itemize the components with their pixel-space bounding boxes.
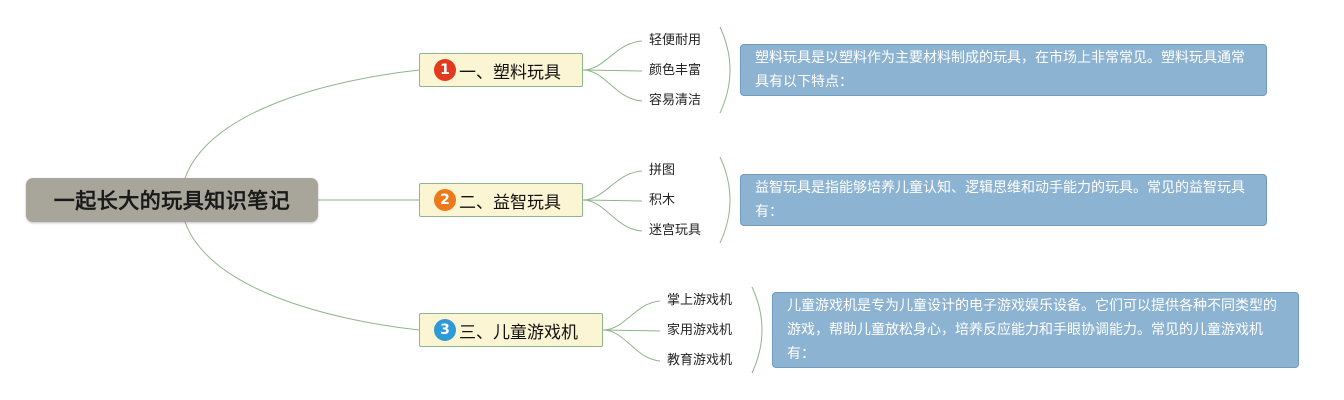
root-topic[interactable]: 一起长大的玩具知识笔记: [26, 178, 318, 222]
connector-topic-1-sub-2: [582, 69, 643, 72]
connector-topic-3-sub-2: [602, 329, 661, 332]
note-kids-game-consoles[interactable]: 儿童游戏机是专为儿童设计的电子游戏娱乐设备。它们可以提供各种不同类型的游戏，帮助…: [772, 292, 1299, 368]
connector-topic-2-sub-1: [582, 170, 643, 201]
topic-educational-toys[interactable]: 2 二、益智玩具: [419, 183, 583, 217]
subtopic-item[interactable]: 容易清洁: [649, 93, 702, 108]
subtopic-item[interactable]: 积木: [649, 193, 676, 208]
note-educational-toys[interactable]: 益智玩具是指能够培养儿童认知、逻辑思维和动手能力的玩具。常见的益智玩具有：: [740, 174, 1267, 226]
connector-topic-2-sub-3: [582, 199, 643, 232]
subtopic-item[interactable]: 教育游戏机: [667, 353, 733, 368]
topic-label: 二、益智玩具: [459, 192, 561, 213]
summary-bracket-1: [719, 26, 731, 114]
topic-plastic-toys[interactable]: 1 一、塑料玩具: [419, 53, 583, 87]
connector-topic-3-sub-3: [602, 329, 661, 362]
priority-2-icon: 2: [434, 189, 456, 211]
subtopic-item[interactable]: 拼图: [649, 163, 676, 178]
connector-topic-1-sub-1: [582, 40, 643, 71]
priority-3-icon: 3: [434, 319, 456, 341]
note-text: 益智玩具是指能够培养儿童认知、逻辑思维和动手能力的玩具。常见的益智玩具有：: [755, 180, 1245, 220]
connector-root-topic-1: [184, 69, 420, 179]
summary-bracket-3: [751, 286, 763, 374]
note-text: 儿童游戏机是专为儿童设计的电子游戏娱乐设备。它们可以提供各种不同类型的游戏，帮助…: [787, 298, 1277, 362]
connector-root-topic-3: [184, 221, 420, 331]
subtopic-item[interactable]: 轻便耐用: [649, 33, 702, 48]
note-text: 塑料玩具是以塑料作为主要材料制成的玩具，在市场上非常常见。塑料玩具通常具有以下特…: [755, 50, 1245, 90]
topic-kids-game-consoles[interactable]: 3 三、儿童游戏机: [419, 313, 603, 347]
connector-topic-2-sub-2: [582, 199, 643, 202]
note-plastic-toys[interactable]: 塑料玩具是以塑料作为主要材料制成的玩具，在市场上非常常见。塑料玩具通常具有以下特…: [740, 44, 1267, 96]
priority-1-icon: 1: [434, 59, 456, 81]
subtopic-item[interactable]: 迷宫玩具: [649, 223, 702, 238]
subtopic-item[interactable]: 颜色丰富: [649, 63, 702, 78]
summary-bracket-2: [719, 156, 731, 244]
connector-topic-1-sub-3: [582, 69, 643, 102]
topic-label: 三、儿童游戏机: [459, 322, 578, 343]
subtopic-item[interactable]: 家用游戏机: [667, 323, 733, 338]
subtopic-item[interactable]: 掌上游戏机: [667, 293, 733, 308]
topic-label: 一、塑料玩具: [459, 62, 561, 83]
connector-topic-3-sub-1: [602, 300, 661, 331]
root-topic-label: 一起长大的玩具知识笔记: [53, 189, 291, 213]
